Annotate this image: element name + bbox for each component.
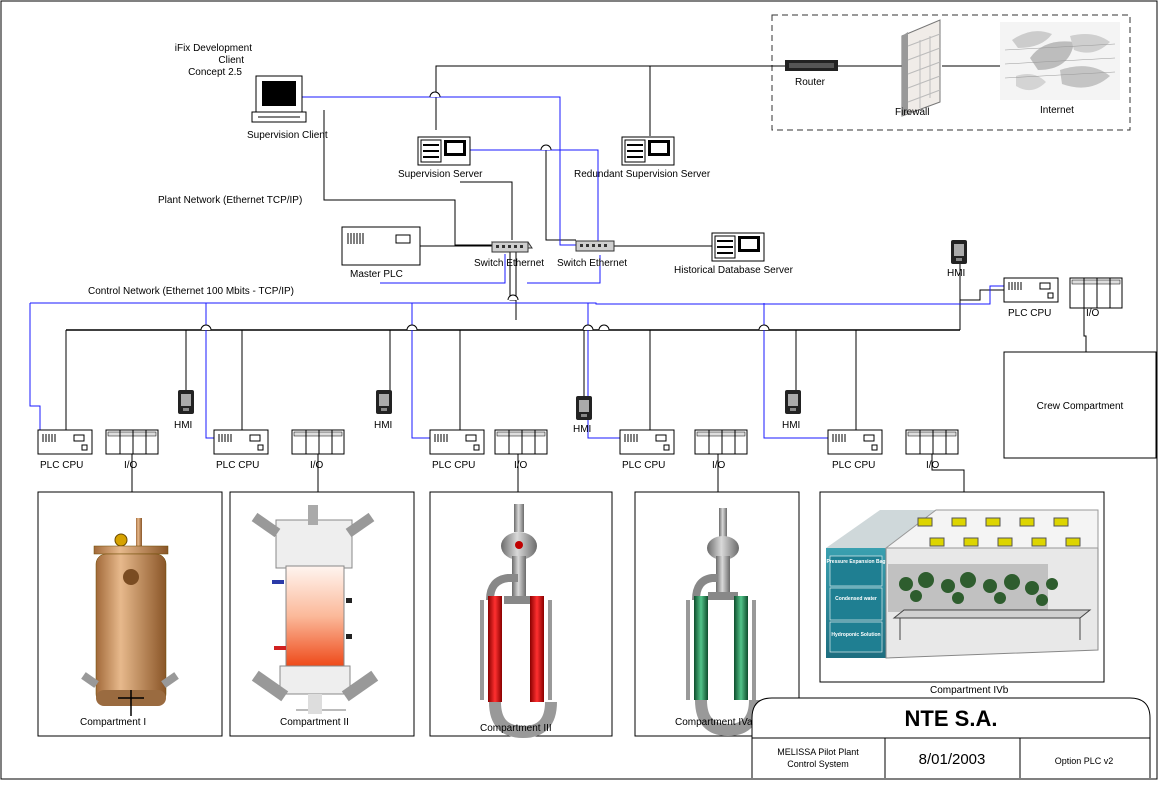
io-label: I/O <box>124 460 138 471</box>
project-line1: MELISSA Pilot Plant <box>777 747 859 757</box>
io-rack-icon <box>1069 277 1123 309</box>
hmi-label: HMI <box>174 420 192 431</box>
plc-cpu-icon <box>37 429 93 455</box>
plc-cpu-icon <box>213 429 269 455</box>
master-plc-icon <box>341 226 421 266</box>
supervision-client-icon <box>251 75 307 123</box>
supervision-client-label: Supervision Client <box>247 130 328 141</box>
plc-cpu-icon <box>429 429 485 455</box>
io-rack-icon <box>694 429 748 455</box>
switch-2-label: Switch Ethernet <box>557 258 627 269</box>
hmi-icons <box>178 240 967 420</box>
title-block <box>751 697 1151 778</box>
io-label: I/O <box>712 460 726 471</box>
hmi-icon <box>178 390 194 414</box>
control-network-links <box>29 96 1010 439</box>
compartment-iva-panel <box>634 491 800 737</box>
control-network-label: Control Network (Ethernet 100 Mbits - TC… <box>88 286 294 297</box>
redundant-server-icon <box>621 136 675 166</box>
compartment-ii-reactor-illustration <box>251 505 379 714</box>
switch-2-icon <box>575 240 615 252</box>
hmi-icon <box>785 390 801 414</box>
plc-cpu-label: PLC CPU <box>1008 308 1051 319</box>
compartment-i-tank-illustration <box>81 518 179 716</box>
supervision-server-label: Supervision Server <box>398 169 483 180</box>
historical-db-icon <box>711 232 765 262</box>
hmi-label: HMI <box>947 268 965 279</box>
compartment-iii-label: Compartment III <box>480 723 552 734</box>
io-label: I/O <box>310 460 324 471</box>
plc-cpu-label: PLC CPU <box>216 460 259 471</box>
switch-1-icon <box>491 241 533 253</box>
plc-cpu-icon <box>1003 277 1059 303</box>
client-note-line2: Client <box>218 55 244 66</box>
plc-cpu-label: PLC CPU <box>622 460 665 471</box>
firewall-label: Firewall <box>895 107 929 118</box>
project-line2: Control System <box>787 759 849 769</box>
switch-1-label: Switch Ethernet <box>474 258 544 269</box>
plc-cpu-label: PLC CPU <box>40 460 83 471</box>
hmi-icon <box>376 390 392 414</box>
io-label: I/O <box>926 460 940 471</box>
compartment-ivb-label: Compartment IVb <box>930 685 1009 696</box>
io-rack-icon <box>291 429 345 455</box>
crew-compartment-label: Crew Compartment <box>1037 401 1124 412</box>
internet-zone <box>771 14 1131 131</box>
firewall-icon <box>901 19 941 117</box>
plant-network-label: Plant Network (Ethernet TCP/IP) <box>158 195 302 206</box>
master-plc-label: Master PLC <box>350 269 403 280</box>
historical-db-label: Historical Database Server <box>674 265 794 276</box>
io-rack-icon <box>494 429 548 455</box>
option-label: Option PLC v2 <box>1055 756 1114 766</box>
io-rack-icon <box>905 429 959 455</box>
internet-icon <box>1000 22 1120 100</box>
io-label: I/O <box>1086 308 1100 319</box>
router-label: Router <box>795 77 826 88</box>
plant-network-links <box>65 65 1087 520</box>
crew-compartment-box <box>1003 351 1157 459</box>
hmi-icon <box>951 240 967 264</box>
drawing-date: 8/01/2003 <box>919 751 986 768</box>
compartment-iii-reactor-illustration <box>480 504 557 739</box>
hmi-icon <box>576 396 592 420</box>
supervision-server-icon <box>417 136 471 166</box>
plc-cpu-label: PLC CPU <box>432 460 475 471</box>
compartment-iva-label: Compartment IVa <box>675 717 753 728</box>
ivb-label-1: Pressure Expansion Bag <box>827 559 886 565</box>
client-note-line1: iFix Development <box>175 43 252 54</box>
line-crossings <box>200 91 770 331</box>
company-name: NTE S.A. <box>905 706 998 731</box>
internet-label: Internet <box>1040 105 1074 116</box>
hmi-label: HMI <box>374 420 392 431</box>
compartment-ii-label: Compartment II <box>280 717 349 728</box>
ivb-label-2: Condensed water <box>835 596 877 602</box>
router-icon <box>785 60 838 71</box>
ivb-label-3: Hydroponic Solution <box>831 632 880 638</box>
hmi-label: HMI <box>782 420 800 431</box>
hmi-label: HMI <box>573 424 591 435</box>
compartment-i-label: Compartment I <box>80 717 146 728</box>
io-label: I/O <box>514 460 528 471</box>
plc-cpu-icon <box>619 429 675 455</box>
compartment-iva-reactor-illustration <box>686 508 761 737</box>
plc-cpu-label: PLC CPU <box>832 460 875 471</box>
plc-cpu-icon <box>827 429 883 455</box>
redundant-server-label: Redundant Supervision Server <box>574 169 711 180</box>
io-rack-icon <box>105 429 159 455</box>
plc-cpu-icons <box>37 277 1059 455</box>
client-note-line3: Concept 2.5 <box>188 67 242 78</box>
compartment-ivb-chamber-illustration <box>826 509 1099 659</box>
io-rack-icons <box>105 277 1123 455</box>
